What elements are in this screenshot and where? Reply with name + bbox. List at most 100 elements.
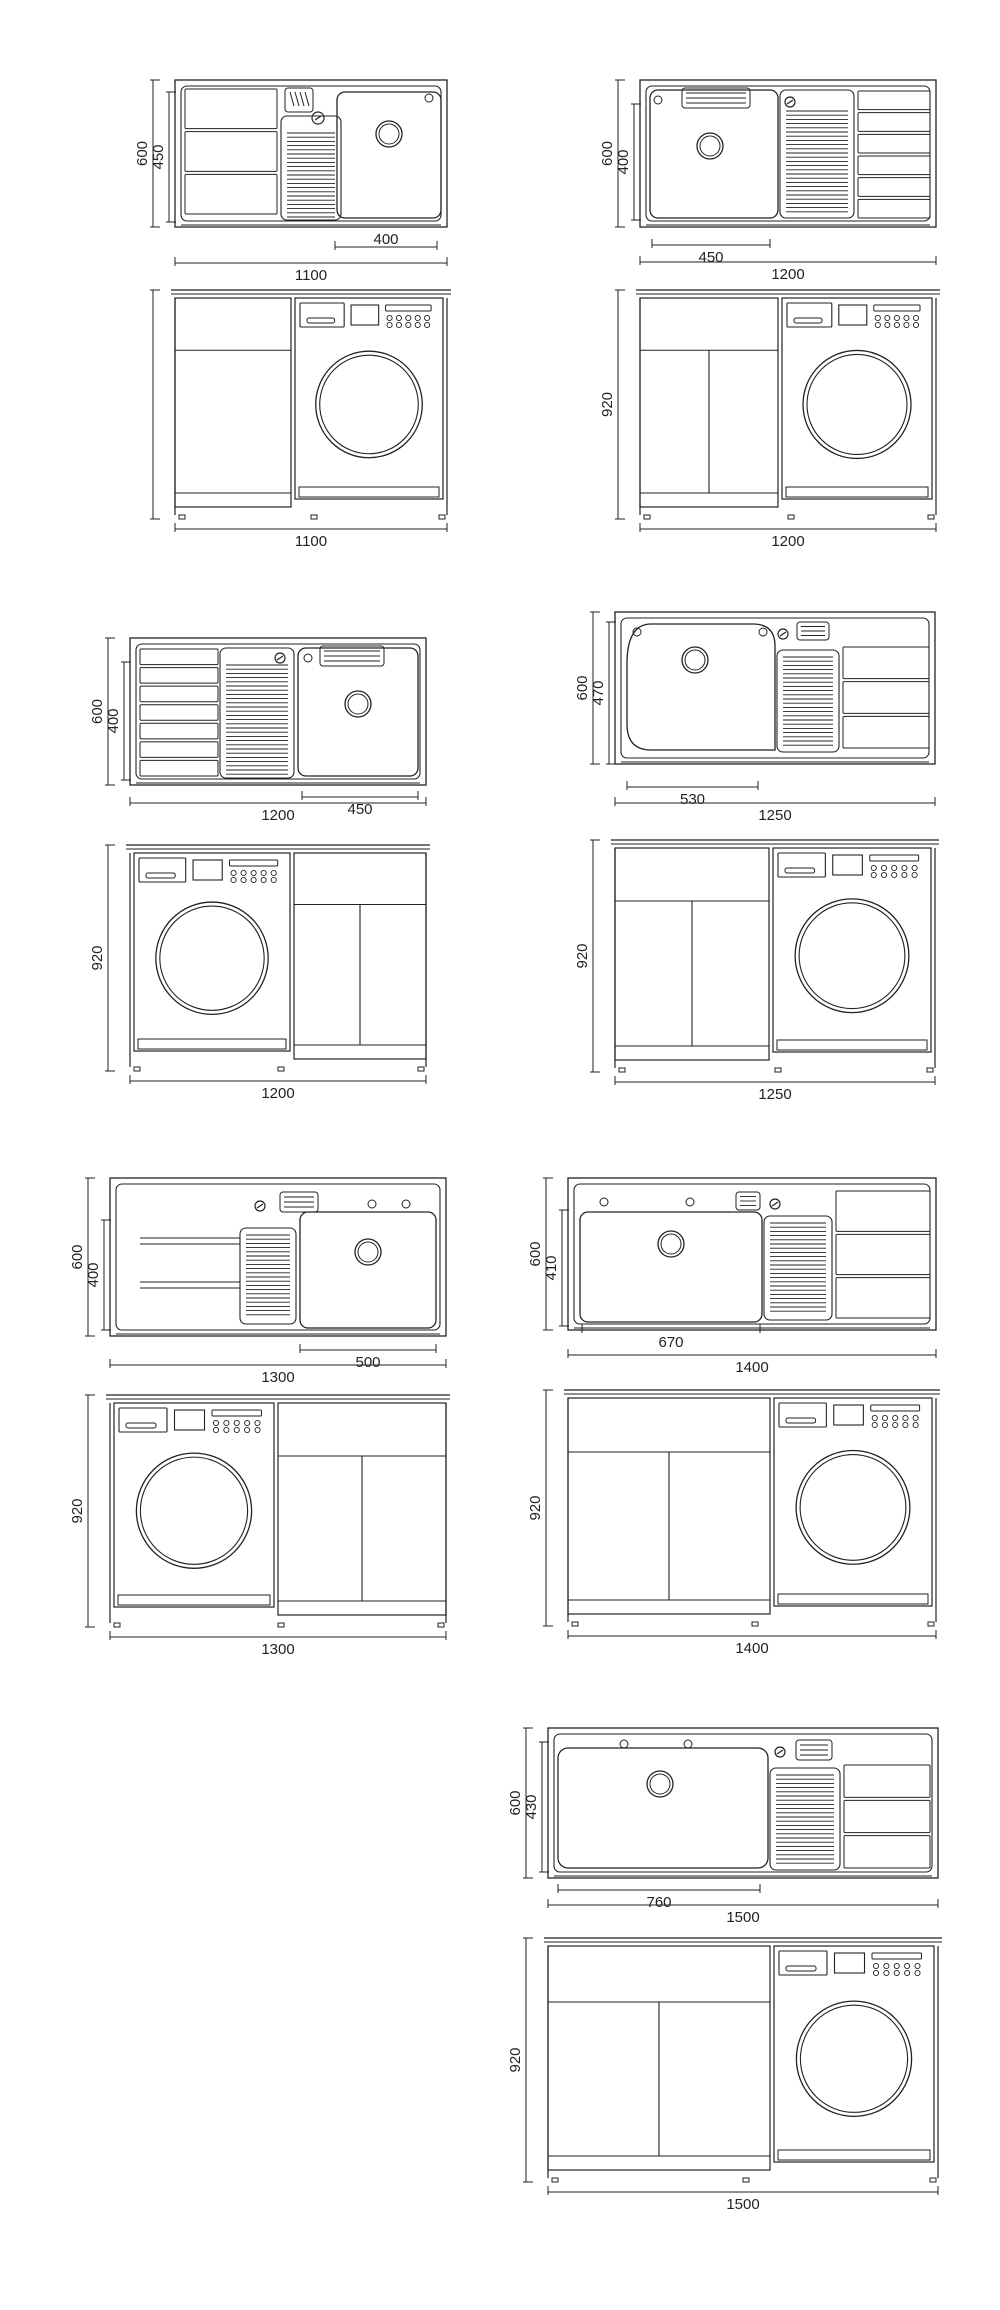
control-strip bbox=[211, 1409, 262, 1417]
control-button bbox=[386, 321, 393, 329]
control-button bbox=[260, 876, 267, 884]
drain-inner bbox=[660, 1233, 682, 1255]
shelf-slat bbox=[184, 88, 278, 130]
faucet-ring bbox=[254, 1200, 266, 1212]
foot bbox=[571, 1621, 579, 1627]
control-button bbox=[212, 1426, 220, 1434]
washing-machine bbox=[772, 847, 932, 1053]
faucet-ring bbox=[769, 1198, 781, 1210]
depth-dimension: 600 bbox=[599, 79, 625, 228]
depth-dimension: 600 bbox=[527, 1177, 553, 1331]
control-button bbox=[902, 1414, 909, 1422]
control-button bbox=[874, 314, 881, 322]
control-button bbox=[872, 1969, 880, 1977]
height-dimension: 920 bbox=[507, 1937, 533, 2183]
washer-door-inner bbox=[806, 353, 908, 456]
washer-door-outer bbox=[802, 349, 912, 460]
soap-tray bbox=[735, 1191, 761, 1211]
overflow-hole bbox=[653, 95, 663, 105]
control-strip bbox=[871, 1952, 922, 1960]
washer-kick bbox=[777, 2149, 931, 2161]
drain-inner bbox=[649, 1773, 671, 1795]
foot bbox=[437, 1622, 445, 1628]
foot bbox=[113, 1622, 121, 1628]
sponge-slot bbox=[299, 91, 305, 107]
control-buttons-icon bbox=[873, 304, 921, 329]
control-button bbox=[871, 1421, 878, 1429]
washboard-ridges bbox=[287, 132, 335, 218]
control-button bbox=[883, 1969, 890, 1977]
elevation-width-dimension: 1200 bbox=[639, 523, 937, 550]
round-sink-basin bbox=[626, 623, 776, 751]
foot bbox=[178, 514, 186, 520]
elevation-u1100: 1100 bbox=[150, 289, 451, 550]
soap-tray bbox=[796, 621, 830, 641]
plan-width-dimension: 1100 bbox=[174, 257, 448, 284]
inner-depth-dimension: 410 bbox=[543, 1209, 569, 1327]
control-button bbox=[254, 1426, 261, 1434]
counter-outline bbox=[129, 637, 427, 786]
faucet-lever bbox=[314, 115, 322, 121]
inner-depth-dimension: 450 bbox=[150, 91, 176, 223]
feet bbox=[551, 2177, 937, 2183]
shelf-slats bbox=[857, 90, 931, 219]
washboard-panel bbox=[776, 649, 840, 753]
control-button bbox=[874, 321, 881, 329]
elevation-width-dimension: 1100 bbox=[174, 523, 448, 550]
detergent-drawer bbox=[138, 857, 187, 883]
control-buttons-icon bbox=[211, 1409, 262, 1434]
depth-dimension-label: 600 bbox=[527, 1241, 544, 1266]
washer-door-inner bbox=[139, 1456, 249, 1565]
height-dimension-label: 920 bbox=[599, 392, 616, 417]
control-buttons-icon bbox=[385, 304, 432, 329]
control-button bbox=[260, 869, 267, 877]
shelf-slat bbox=[857, 155, 931, 176]
control-button bbox=[240, 869, 247, 877]
soap-tray bbox=[795, 1739, 833, 1761]
plan-width-dimension: 1500 bbox=[547, 1899, 939, 1926]
washer-door-inner bbox=[798, 902, 906, 1010]
display-panel bbox=[173, 1409, 206, 1431]
sink-width-dimension: 500 bbox=[299, 1344, 437, 1371]
inner-depth-dimension-label: 400 bbox=[85, 1262, 102, 1287]
faucet-icon bbox=[311, 111, 325, 125]
overflow-hole bbox=[599, 1197, 609, 1207]
sponge-slot bbox=[304, 91, 310, 107]
storage-cabinet bbox=[567, 1397, 771, 1615]
shelf-slat bbox=[842, 646, 930, 680]
depth-dimension-label: 600 bbox=[507, 1790, 524, 1815]
height-dimension-label: 920 bbox=[69, 1498, 86, 1523]
display-panel bbox=[838, 304, 868, 326]
control-button bbox=[884, 314, 891, 322]
washer-door-outer bbox=[135, 1452, 253, 1569]
washer-door-outer bbox=[155, 901, 269, 1016]
display-panel bbox=[833, 1404, 864, 1426]
washboard-panel bbox=[769, 1767, 841, 1871]
shelf-slat bbox=[857, 177, 931, 197]
plan-width-dimension-label: 1200 bbox=[261, 807, 294, 824]
display-panel bbox=[192, 859, 223, 881]
foot bbox=[438, 514, 446, 520]
plan-width-dimension-label: 1500 bbox=[726, 1909, 759, 1926]
drain-inner bbox=[684, 649, 706, 671]
foot bbox=[310, 514, 318, 520]
feet bbox=[133, 1066, 425, 1072]
control-button bbox=[871, 1414, 878, 1422]
plan-width-dimension-label: 1100 bbox=[295, 267, 327, 284]
faucet-lever bbox=[779, 631, 787, 637]
sink-width-dimension: 530 bbox=[626, 781, 759, 808]
basin-rim bbox=[180, 85, 442, 222]
sink-basin bbox=[579, 1211, 763, 1323]
height-dimension-label: 920 bbox=[527, 1495, 544, 1520]
shelf-slats bbox=[842, 646, 930, 749]
elevation-width-dimension: 1250 bbox=[614, 1076, 936, 1103]
overflow-hole bbox=[619, 1739, 629, 1749]
detergent-drawer bbox=[786, 302, 833, 328]
overflow-hole bbox=[632, 627, 642, 637]
control-button bbox=[891, 871, 898, 879]
faucet-lever bbox=[256, 1203, 264, 1209]
overflow-hole bbox=[303, 653, 313, 663]
shelf-slat bbox=[835, 1277, 931, 1319]
depth-dimension-label: 600 bbox=[69, 1244, 86, 1269]
